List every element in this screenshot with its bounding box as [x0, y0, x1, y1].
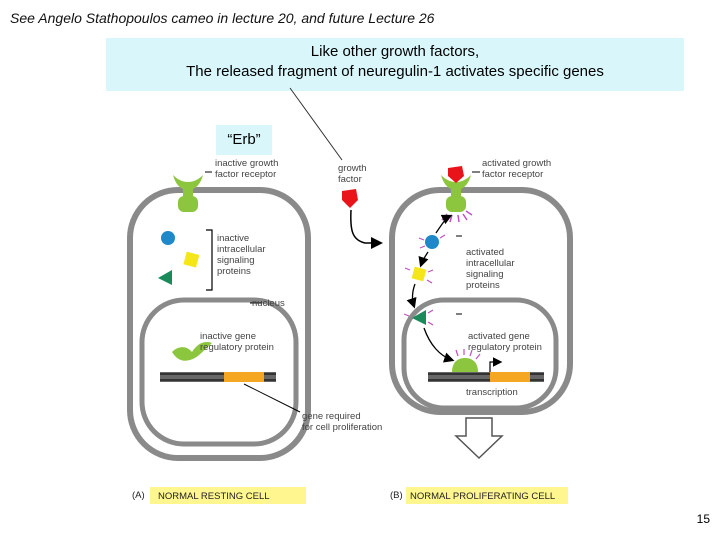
right-gene-protein-label-1: activated gene: [468, 331, 530, 342]
right-signaling-label-1: activated: [466, 247, 504, 258]
gene-required-label-2: for cell proliferation: [302, 422, 382, 433]
activated-receptor-icon: [441, 166, 471, 212]
gene-required-label-1: gene required: [302, 411, 361, 422]
green-signal-protein-icon: [158, 270, 172, 285]
activation-arrow: [350, 209, 383, 249]
caption-a-letter: (A): [132, 490, 145, 501]
growth-factor-label-2: factor: [338, 174, 362, 185]
inactive-gene-regulatory-protein-icon: [172, 342, 212, 361]
right-signaling-label-4: proteins: [466, 280, 500, 291]
activated-gene-regulatory-protein-icon: [452, 358, 478, 372]
activated-green-signal-icon: [412, 310, 426, 325]
transcription-arrow: [489, 357, 503, 372]
growth-factor-label-1: growth: [338, 163, 367, 174]
left-receptor-label-2: factor receptor: [215, 169, 276, 180]
transcription-label: transcription: [466, 387, 518, 398]
left-signaling-label-3: signaling: [217, 255, 255, 266]
yellow-signal-protein-icon: [183, 251, 200, 268]
blue-signal-protein-icon: [161, 231, 175, 245]
right-signaling-label-2: intracellular: [466, 258, 515, 269]
left-dna-strand: [160, 372, 276, 382]
caption-b-text: NORMAL PROLIFERATING CELL: [410, 491, 555, 502]
title-line-1: Like other growth factors,: [310, 43, 480, 60]
left-signaling-label-2: intracellular: [217, 244, 266, 255]
left-signaling-label-4: proteins: [217, 266, 251, 277]
top-note: See Angelo Stathopoulos cameo in lecture…: [10, 10, 435, 26]
signaling-bracket: [206, 229, 213, 291]
right-receptor-label-1: activated growth: [482, 158, 551, 169]
inactive-receptor-icon: [173, 175, 203, 212]
left-receptor-label-1: inactive growth: [215, 158, 278, 169]
right-receptor-label-2: factor receptor: [482, 169, 543, 180]
left-gene-segment: [224, 372, 264, 382]
proliferation-down-arrow: [454, 417, 504, 460]
caption-a-text: NORMAL RESTING CELL: [158, 491, 270, 502]
right-signaling-label-3: signaling: [466, 269, 504, 280]
caption-b-letter: (B): [390, 490, 403, 501]
right-gene-segment: [490, 372, 530, 382]
activated-blue-signal-icon: [425, 235, 439, 249]
left-signaling-label-1: inactive: [217, 233, 249, 244]
title-line-2: The released fragment of neuregulin-1 ac…: [186, 63, 604, 80]
caption-b-highlight: [406, 487, 568, 504]
erb-label-box: “Erb”: [216, 125, 272, 155]
caption-a-highlight: [150, 487, 306, 504]
nucleus-label: nucleus: [252, 298, 285, 309]
title-box: Like other growth factors, The released …: [106, 38, 684, 91]
right-dna-strand: [428, 372, 544, 382]
activated-yellow-signal-icon: [411, 266, 427, 282]
cascade-arrows: [406, 214, 455, 363]
left-gene-protein-label-2: regulatory protein: [200, 342, 274, 353]
page-number: 15: [696, 512, 710, 526]
left-gene-protein-label-1: inactive gene: [200, 331, 256, 342]
title-pointer-line: [289, 87, 343, 161]
right-gene-protein-label-2: regulatory protein: [468, 342, 542, 353]
growth-factor-icon: [342, 189, 358, 208]
